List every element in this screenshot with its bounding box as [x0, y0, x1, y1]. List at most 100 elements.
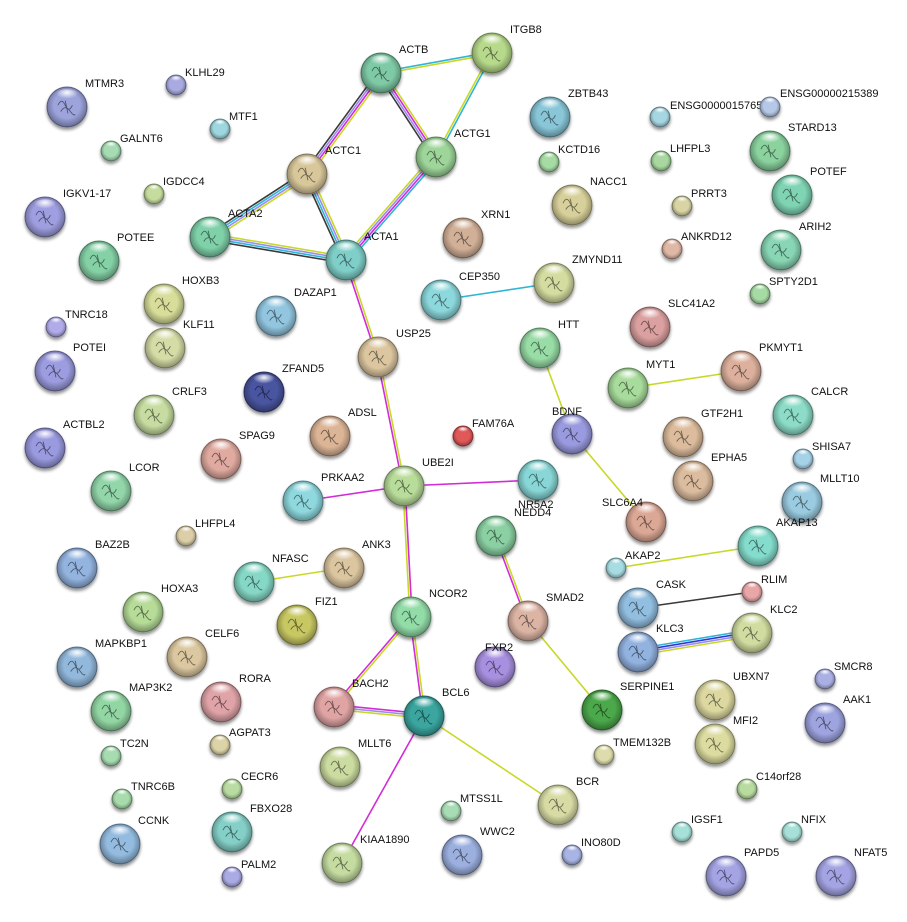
edge-usp25-ube2i[interactable]: [376, 356, 406, 487]
node-slc41a2[interactable]: SLC41A2: [629, 298, 715, 348]
node-stard13[interactable]: STARD13: [749, 122, 837, 172]
node-kctd16[interactable]: KCTD16: [538, 144, 600, 173]
node-prrt3[interactable]: PRRT3: [671, 188, 727, 217]
edge-bcl6-bcr[interactable]: [423, 715, 559, 806]
node-tc2n[interactable]: TC2N: [100, 738, 149, 767]
node-mtmr3[interactable]: MTMR3: [46, 78, 124, 128]
node-mllt6[interactable]: MLLT6: [319, 738, 391, 788]
node-potei[interactable]: POTEI: [34, 342, 106, 392]
node-xrn1[interactable]: XRN1: [442, 209, 510, 259]
node-nr5a2[interactable]: NR5A2: [517, 459, 559, 511]
node-dazap1[interactable]: DAZAP1: [255, 287, 337, 337]
node-prkaa2[interactable]: PRKAA2: [282, 472, 364, 522]
node-hoxa3[interactable]: HOXA3: [122, 583, 198, 633]
node-lhfpl4[interactable]: LHFPL4: [175, 518, 235, 547]
node-actg1[interactable]: ACTG1: [415, 128, 491, 178]
node-ank3[interactable]: ANK3: [323, 539, 391, 589]
node-adsl[interactable]: ADSL: [309, 407, 377, 457]
node-arih2[interactable]: ARIH2: [760, 221, 831, 271]
node-bcl6[interactable]: BCL6: [403, 687, 470, 737]
node-tmem132b[interactable]: TMEM132B: [593, 737, 671, 766]
node-mtss1l[interactable]: MTSS1L: [440, 793, 503, 822]
node-actc1[interactable]: ACTC1: [286, 145, 361, 195]
node-nfasc[interactable]: NFASC: [233, 553, 309, 603]
node-papd5[interactable]: PAPD5: [705, 847, 779, 897]
node-rlim[interactable]: RLIM: [741, 574, 787, 603]
node-smcr8[interactable]: SMCR8: [814, 661, 873, 690]
edge-acta2-acta1[interactable]: [209, 232, 347, 265]
node-cask[interactable]: CASK: [617, 579, 687, 629]
node-ube2i[interactable]: UBE2I: [383, 457, 454, 507]
node-galnt6[interactable]: GALNT6: [100, 133, 163, 162]
edge-akap2-akap13[interactable]: [615, 545, 759, 569]
node-nfat5[interactable]: NFAT5: [815, 847, 887, 897]
node-mapkbp1[interactable]: MAPKBP1: [56, 638, 147, 688]
node-klc3[interactable]: KLC3: [617, 623, 684, 673]
node-mtf1[interactable]: MTF1: [209, 111, 258, 140]
node-ensg00000215389[interactable]: ENSG00000215389: [759, 88, 878, 118]
node-ino80d[interactable]: INO80D: [561, 837, 621, 866]
node-klc2[interactable]: KLC2: [731, 604, 798, 654]
node-potef[interactable]: POTEF: [771, 166, 847, 216]
node-igkv1-17[interactable]: IGKV1-17: [24, 188, 111, 238]
node-bach2[interactable]: BACH2: [313, 678, 389, 728]
node-actbl2[interactable]: ACTBL2: [24, 419, 105, 469]
node-fiz1[interactable]: FIZ1: [276, 596, 338, 646]
node-igdcc4[interactable]: IGDCC4: [143, 176, 205, 205]
node-ubxn7[interactable]: UBXN7: [694, 671, 770, 721]
edge-actb-actc1[interactable]: [303, 70, 385, 177]
node-nedd4[interactable]: NEDD4: [475, 507, 551, 557]
node-actb[interactable]: ACTB: [360, 44, 428, 94]
edge-bcl6-kiaa1890[interactable]: [341, 715, 425, 864]
node-fxr2[interactable]: FXR2: [474, 642, 516, 688]
edge-actg1-acta1[interactable]: [342, 154, 440, 263]
node-ccnk[interactable]: CCNK: [99, 815, 170, 865]
node-usp25[interactable]: USP25: [357, 328, 431, 378]
node-kiaa1890[interactable]: KIAA1890: [321, 834, 410, 884]
node-lhfpl3[interactable]: LHFPL3: [650, 143, 710, 172]
node-bdnf[interactable]: BDNF: [551, 406, 593, 455]
node-palm2[interactable]: PALM2: [221, 859, 276, 888]
node-agpat3[interactable]: AGPAT3: [209, 727, 271, 756]
node-nacc1[interactable]: NACC1: [551, 176, 627, 226]
node-myt1[interactable]: MYT1: [607, 359, 675, 409]
node-htt[interactable]: HTT: [519, 319, 580, 369]
node-bcr[interactable]: BCR: [537, 776, 599, 826]
node-celf6[interactable]: CELF6: [166, 628, 239, 678]
node-calcr[interactable]: CALCR: [772, 386, 848, 436]
edge-ube2i-ncor2[interactable]: [402, 485, 413, 618]
node-potee[interactable]: POTEE: [78, 232, 154, 282]
node-cecr6[interactable]: CECR6: [221, 771, 278, 800]
node-hoxb3[interactable]: HOXB3: [143, 275, 219, 325]
node-serpine1[interactable]: SERPINE1: [581, 681, 674, 731]
node-mllt10[interactable]: MLLT10: [781, 473, 860, 523]
node-itgb8[interactable]: ITGB8: [471, 24, 542, 74]
node-slc6a4[interactable]: SLC6A4: [602, 497, 667, 543]
node-epha5[interactable]: EPHA5: [672, 452, 747, 502]
node-tnrc6b[interactable]: TNRC6B: [111, 781, 175, 810]
node-spag9[interactable]: SPAG9: [200, 430, 275, 480]
node-map3k2[interactable]: MAP3K2: [90, 682, 172, 732]
node-klf11[interactable]: KLF11: [144, 319, 215, 369]
node-aak1[interactable]: AAK1: [804, 694, 871, 744]
edge-ube2i-nr5a2[interactable]: [403, 479, 539, 487]
node-zfand5[interactable]: ZFAND5: [243, 363, 324, 413]
node-acta1[interactable]: ACTA1: [325, 231, 399, 281]
node-pkmyt1[interactable]: PKMYT1: [720, 342, 803, 392]
node-cep350[interactable]: CEP350: [420, 271, 500, 321]
node-rora[interactable]: RORA: [200, 673, 271, 723]
node-ensg00000157654[interactable]: ENSG00000157654: [649, 100, 768, 128]
node-lcor[interactable]: LCOR: [90, 462, 160, 512]
node-baz2b[interactable]: BAZ2B: [56, 539, 130, 589]
node-akap13[interactable]: AKAP13: [737, 517, 818, 567]
node-nfix[interactable]: NFIX: [781, 814, 827, 843]
node-zbtb43[interactable]: ZBTB43: [529, 88, 608, 138]
node-igsf1[interactable]: IGSF1: [671, 814, 723, 843]
node-wwc2[interactable]: WWC2: [441, 826, 515, 876]
node-klhl29[interactable]: KLHL29: [165, 67, 225, 96]
node-mfi2[interactable]: MFI2: [694, 715, 758, 765]
node-gtf2h1[interactable]: GTF2H1: [662, 408, 743, 458]
node-fam76a[interactable]: FAM76A: [452, 418, 515, 447]
node-acta2[interactable]: ACTA2: [189, 208, 263, 258]
node-smad2[interactable]: SMAD2: [507, 592, 584, 642]
